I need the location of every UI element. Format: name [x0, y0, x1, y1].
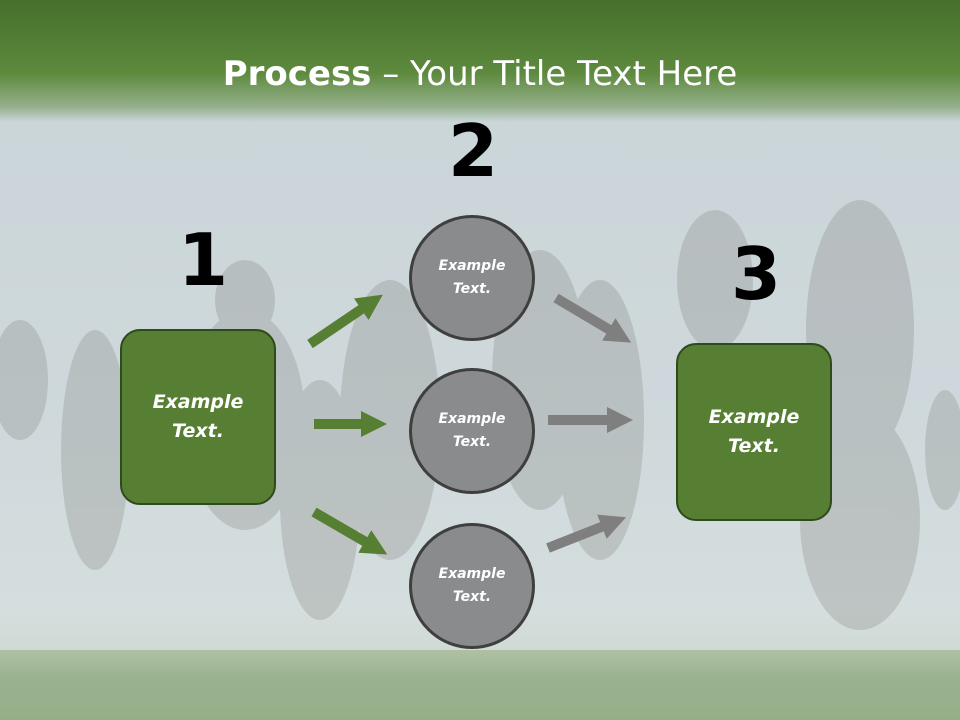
step-number-2: 2 — [448, 109, 499, 193]
arrow-circle-top-to-3 — [553, 293, 632, 343]
step-2-circle-top: Example Text. — [409, 215, 535, 341]
step-3-text: Example Text. — [708, 406, 800, 457]
title-band — [0, 0, 960, 122]
title-rest: – Your Title Text Here — [371, 54, 738, 94]
arrow-circle-bottom-to-3 — [546, 514, 627, 553]
arrow-1-to-circle-bottom — [311, 507, 388, 555]
step-2-circle-middle: Example Text. — [409, 368, 535, 494]
step-2-circle-bottom: Example Text. — [409, 523, 535, 649]
circle-middle-text: Example Text. — [438, 411, 506, 450]
step-1-box: Example Text. — [120, 329, 276, 505]
arrow-1-to-circle-top — [307, 294, 383, 349]
circle-top-text: Example Text. — [438, 258, 506, 297]
page-title: Process – Your Title Text Here — [0, 52, 960, 96]
title-bold: Process — [222, 54, 372, 94]
step-number-1: 1 — [178, 218, 229, 302]
grass-strip — [0, 650, 960, 720]
step-3-box: Example Text. — [676, 343, 832, 521]
circle-bottom-text: Example Text. — [438, 566, 506, 605]
step-number-3: 3 — [731, 232, 782, 316]
step-1-text: Example Text. — [152, 391, 244, 442]
